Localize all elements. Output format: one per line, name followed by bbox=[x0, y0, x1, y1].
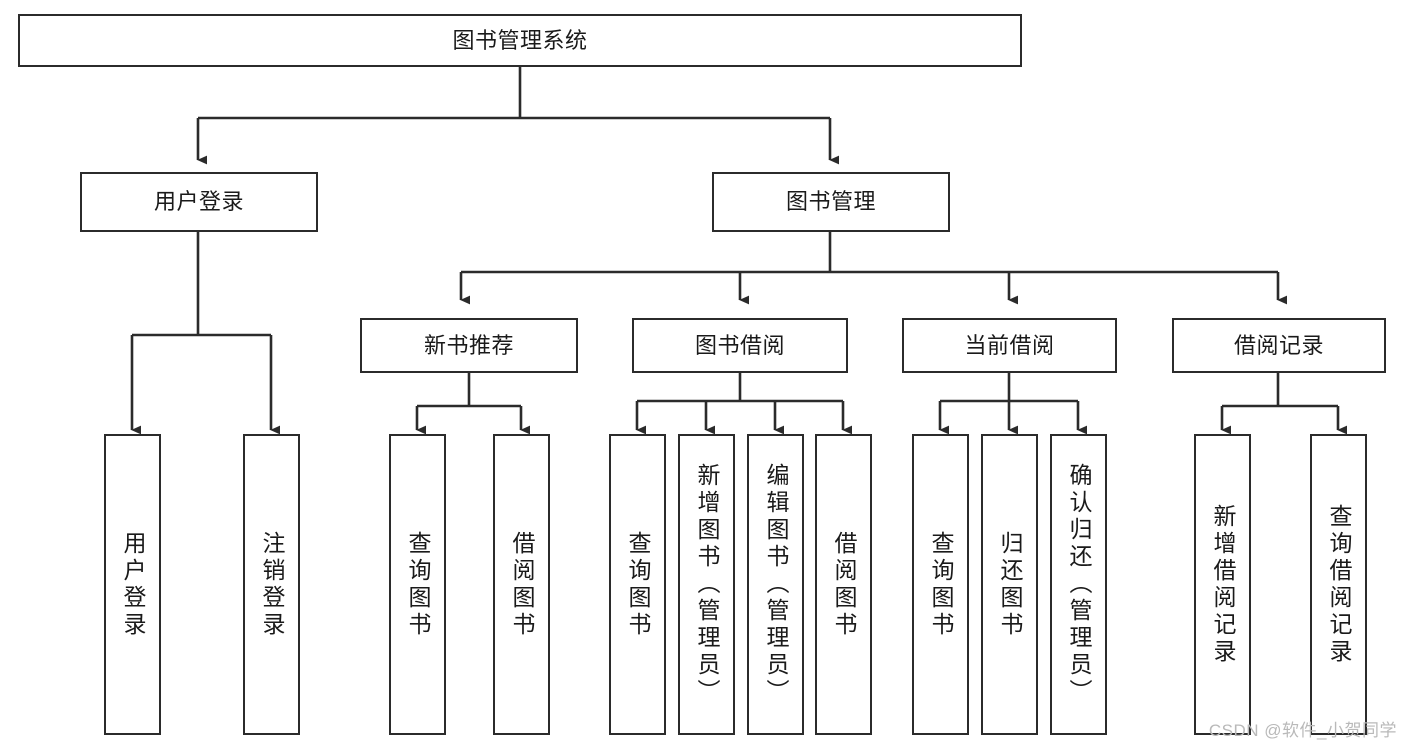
leaf-current-query-book-label: 查询图书 bbox=[928, 530, 954, 639]
leaf-borrow-add-book-label: 新增图书（管理员） bbox=[694, 463, 720, 706]
node-new-book-recommend[interactable]: 新书推荐 bbox=[360, 318, 578, 373]
leaf-borrow-query-book[interactable]: 查询图书 bbox=[609, 434, 666, 735]
watermark-text: CSDN @软件_小贺同学 bbox=[1208, 721, 1397, 740]
leaf-borrow-edit-book[interactable]: 编辑图书（管理员） bbox=[747, 434, 804, 735]
leaf-current-confirm-return[interactable]: 确认归还（管理员） bbox=[1050, 434, 1107, 735]
leaf-record-query-label: 查询借阅记录 bbox=[1326, 503, 1352, 666]
leaf-borrow-query-book-label: 查询图书 bbox=[625, 530, 651, 639]
leaf-borrow-edit-book-label: 编辑图书（管理员） bbox=[763, 463, 789, 706]
node-user-login-label: 用户登录 bbox=[153, 189, 244, 215]
leaf-current-return-book-label: 归还图书 bbox=[997, 530, 1023, 639]
node-book-management[interactable]: 图书管理 bbox=[712, 172, 950, 232]
node-root-label: 图书管理系统 bbox=[452, 27, 588, 53]
leaf-user-login-label: 用户登录 bbox=[120, 530, 146, 639]
leaf-record-add[interactable]: 新增借阅记录 bbox=[1194, 434, 1251, 735]
leaf-borrow-borrow-book[interactable]: 借阅图书 bbox=[815, 434, 872, 735]
node-root[interactable]: 图书管理系统 bbox=[18, 14, 1022, 67]
leaf-recommend-query-book-label: 查询图书 bbox=[405, 530, 431, 639]
node-borrow-record[interactable]: 借阅记录 bbox=[1172, 318, 1386, 373]
leaf-record-query[interactable]: 查询借阅记录 bbox=[1310, 434, 1367, 735]
node-current-borrow-label: 当前借阅 bbox=[964, 332, 1055, 358]
node-user-login[interactable]: 用户登录 bbox=[80, 172, 318, 232]
leaf-user-login[interactable]: 用户登录 bbox=[104, 434, 161, 735]
leaf-current-confirm-return-label: 确认归还（管理员） bbox=[1066, 463, 1092, 706]
leaf-recommend-borrow-book-label: 借阅图书 bbox=[509, 530, 535, 639]
leaf-current-return-book[interactable]: 归还图书 bbox=[981, 434, 1038, 735]
leaf-borrow-add-book[interactable]: 新增图书（管理员） bbox=[678, 434, 735, 735]
leaf-current-query-book[interactable]: 查询图书 bbox=[912, 434, 969, 735]
node-book-management-label: 图书管理 bbox=[785, 189, 876, 215]
leaf-record-add-label: 新增借阅记录 bbox=[1210, 503, 1236, 666]
node-borrow-record-label: 借阅记录 bbox=[1233, 332, 1324, 358]
leaf-logout-label: 注销登录 bbox=[259, 530, 285, 639]
node-new-book-recommend-label: 新书推荐 bbox=[423, 332, 514, 358]
node-current-borrow[interactable]: 当前借阅 bbox=[902, 318, 1117, 373]
leaf-recommend-query-book[interactable]: 查询图书 bbox=[389, 434, 446, 735]
node-book-borrow-label: 图书借阅 bbox=[694, 332, 785, 358]
leaf-borrow-borrow-book-label: 借阅图书 bbox=[831, 530, 857, 639]
leaf-recommend-borrow-book[interactable]: 借阅图书 bbox=[493, 434, 550, 735]
node-book-borrow[interactable]: 图书借阅 bbox=[632, 318, 848, 373]
leaf-logout[interactable]: 注销登录 bbox=[243, 434, 300, 735]
